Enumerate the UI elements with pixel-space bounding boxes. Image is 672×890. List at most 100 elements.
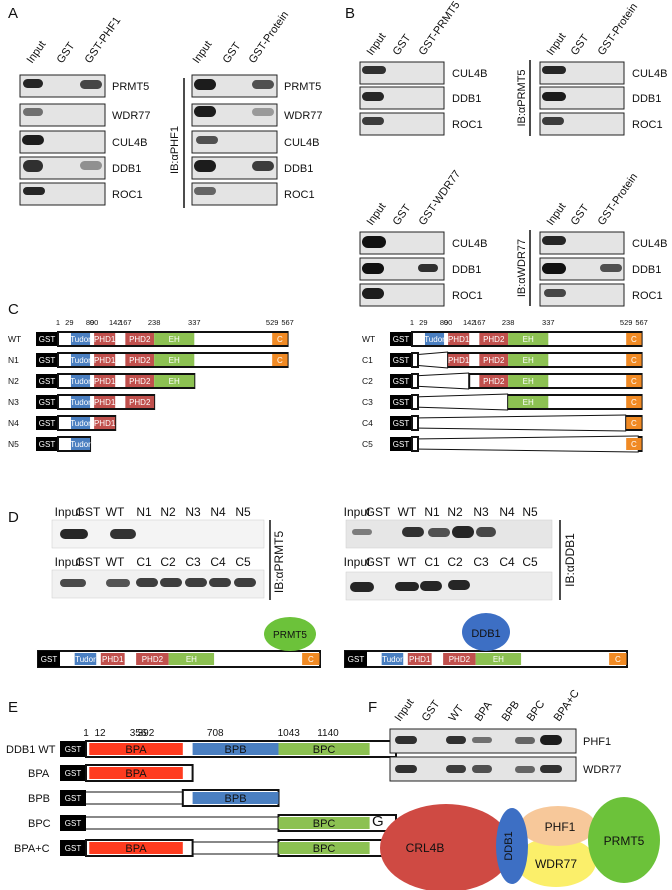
prmt5-bubble [264,617,316,651]
blot-band [362,92,384,101]
tudor-domain [70,417,91,429]
position-label: 1 [56,318,60,327]
lane-label: C2 [447,555,463,569]
position-label: 167 [473,318,486,327]
blot-band [448,580,470,590]
row-label: PRMT5 [112,81,149,93]
c-terminal-domain [626,354,642,366]
blot-band [540,765,562,773]
row-label: ROC1 [284,189,315,201]
panel-label-e: E [8,699,18,716]
blot-band [362,117,384,125]
blot-band [600,264,622,272]
phd2-domain [479,333,509,345]
c-terminal-label: C [277,335,283,344]
gst-tag [390,374,412,388]
eh-domain [154,375,195,387]
eh-label: EH [493,655,504,664]
gst-tag [60,840,86,856]
lane-label: GST [391,202,414,228]
blot-band [395,765,417,773]
tudor-label: Tudor [424,335,445,344]
blot-band [194,106,216,117]
tudor-domain [424,333,445,345]
lane-label: GST [55,40,78,66]
lane-label: GST-Protein [596,1,641,57]
eh-label: EH [169,335,180,344]
c-domain [302,653,320,665]
c-terminal-label: C [631,356,637,365]
construct-label: BPC [28,818,51,830]
eh-label: EH [523,377,534,386]
blot-band [234,578,256,587]
row-label: WDR77 [112,110,151,122]
phd2-domain [125,396,155,408]
deletion-line [411,372,470,377]
lane-label: GST-Protein [596,171,641,227]
tudor-label: Tudor [70,419,91,428]
c-terminal-label: C [631,419,637,428]
construct-label: BPA+C [14,843,50,855]
position-label: 1140 [317,728,339,739]
lane-label: GST [391,32,414,58]
gst-label: GST [65,844,82,853]
lane-label: Input [344,505,371,519]
gst-label: GST [65,819,82,828]
gst-tag [390,395,412,409]
lane-label: C4 [499,555,515,569]
row-label: ROC1 [452,290,483,302]
bpb-label: BPB [225,744,247,756]
gst-tag [60,815,86,831]
linker-box [411,352,419,368]
blot-band [395,736,417,744]
lane-label: BPB [500,699,522,724]
blot-band [362,66,386,74]
eh-domain [154,354,195,366]
row-label: ROC1 [632,119,663,131]
lane-label: WT [106,505,125,519]
tudor-label: Tudor [70,377,91,386]
row-label: DDB1 [284,163,313,175]
construct-label: C2 [362,376,373,386]
position-label: 29 [65,318,73,327]
phd2-label: PHD2 [129,398,151,407]
blot-band [160,578,182,587]
gst-tag [36,332,58,346]
gst-label: GST [393,356,410,365]
phd2-label: PHD2 [483,335,505,344]
position-label: 337 [188,318,201,327]
bpc-domain [278,817,370,829]
blot-band [542,92,566,101]
lane-label: Input [545,201,569,228]
position-label: 356 [130,728,147,739]
gst-label: GST [393,398,410,407]
blot-band [395,582,419,591]
gst-label: GST [39,335,56,344]
position-label: 337 [542,318,555,327]
blot-strip [359,257,445,281]
lane-label: GST [76,505,101,519]
bpc-domain [278,743,370,755]
gst-tag [390,416,412,430]
c-terminal-domain [626,333,642,345]
lane-label: Input [55,505,82,519]
blot-band [196,136,218,144]
phd2-domain [443,653,476,665]
position-label: 238 [502,318,515,327]
lane-label: N5 [235,505,251,519]
construct-label: N3 [8,397,19,407]
construct-label: BPA [28,768,50,780]
c-terminal-domain [626,417,642,429]
row-label: CUL4B [632,238,667,250]
lane-label: Input [365,31,389,58]
blot-band [80,80,102,89]
lane-label: N3 [185,505,201,519]
lane-label: Input [545,31,569,58]
gst-tag [390,332,412,346]
prmt5-node [588,797,660,883]
bpb-domain [192,792,279,804]
tudor-domain [70,354,91,366]
position-label: 29 [419,318,427,327]
lane-label: C3 [473,555,489,569]
phd1-label: PHD1 [94,419,116,428]
